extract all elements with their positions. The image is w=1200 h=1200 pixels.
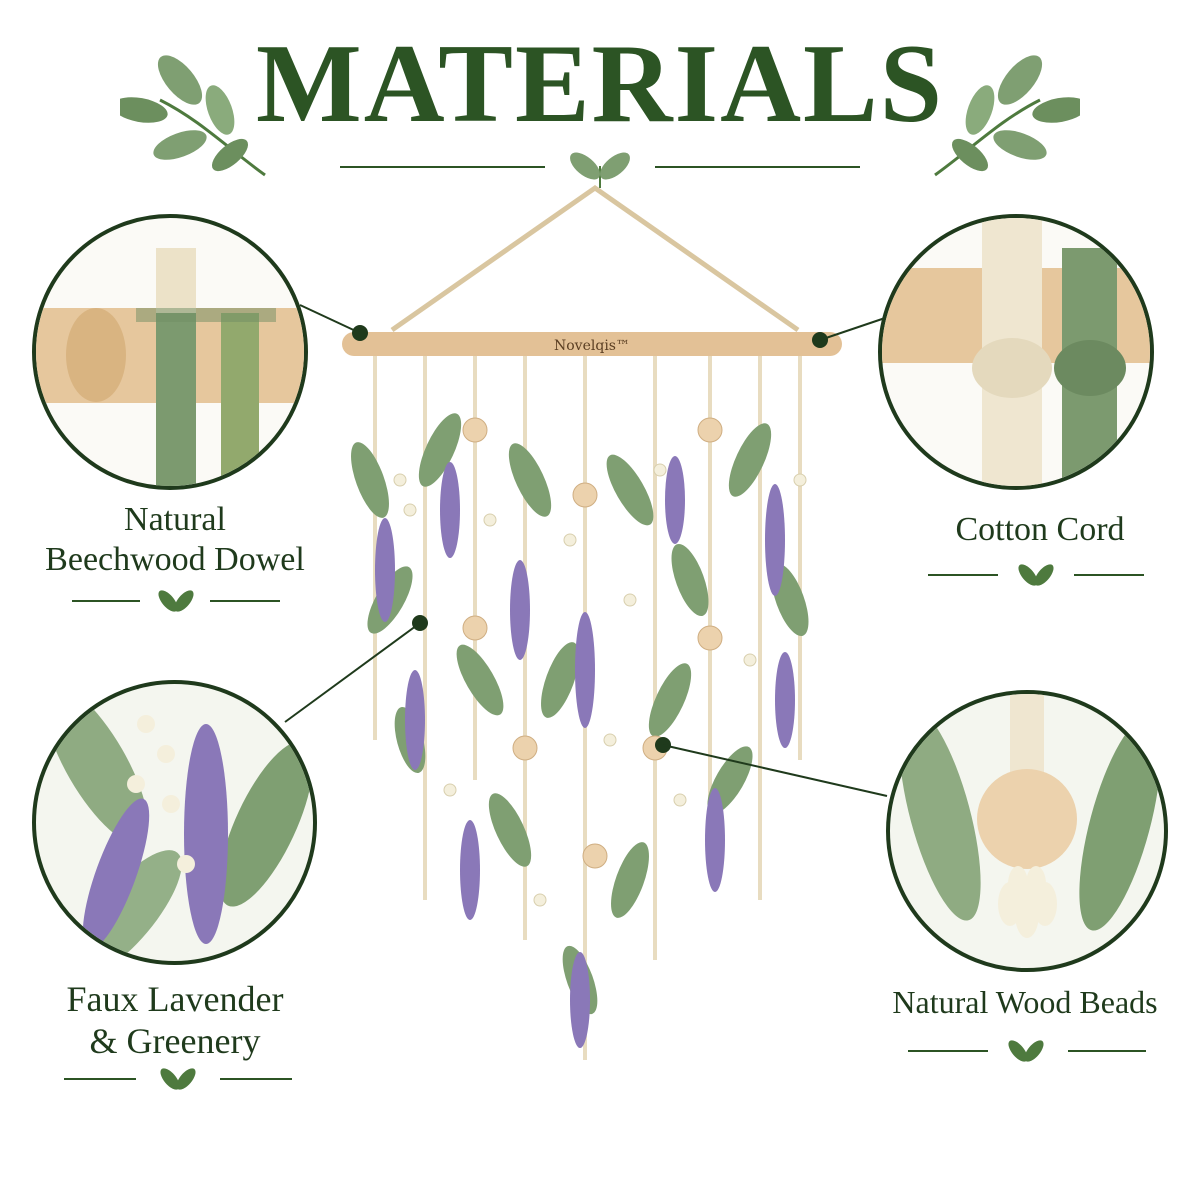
cotton-cord-detail-circle — [878, 214, 1154, 490]
leaf-icon — [160, 1068, 196, 1090]
dowel-label: Natural Beechwood Dowel — [45, 501, 305, 579]
greenery-rule-right — [220, 1078, 292, 1080]
dowel-rule-left — [72, 600, 140, 602]
beads-rule-left — [908, 1050, 988, 1052]
page-title: MATERIALS — [255, 22, 945, 146]
title-rule-right — [655, 166, 860, 168]
beads-rule-right — [1068, 1050, 1146, 1052]
leaf-sprig-left-icon — [120, 55, 266, 177]
leaf-icon — [158, 590, 194, 612]
leaf-sprig-right-icon — [934, 55, 1080, 177]
greenery-detail-circle — [32, 680, 317, 965]
cotton-cord-label: Cotton Cord — [955, 511, 1125, 548]
wood-beads-detail-circle — [886, 690, 1168, 972]
leaf-icon — [1018, 564, 1054, 586]
cord-rule-left — [928, 574, 998, 576]
greenery-rule-left — [64, 1078, 136, 1080]
brand-label: Novelqis™ — [554, 338, 630, 354]
title-rule-left — [340, 166, 545, 168]
dowel-detail-circle — [32, 214, 308, 490]
cord-rule-right — [1074, 574, 1144, 576]
dowel-rule-right — [210, 600, 280, 602]
greenery-label: Faux Lavender & Greenery — [66, 979, 284, 1062]
leaf-icon — [1008, 1040, 1044, 1062]
leaf-icon — [570, 152, 630, 188]
wood-beads-label: Natural Wood Beads — [892, 984, 1158, 1020]
wall-hanging-illustration: Novelqis™ — [342, 184, 842, 1060]
